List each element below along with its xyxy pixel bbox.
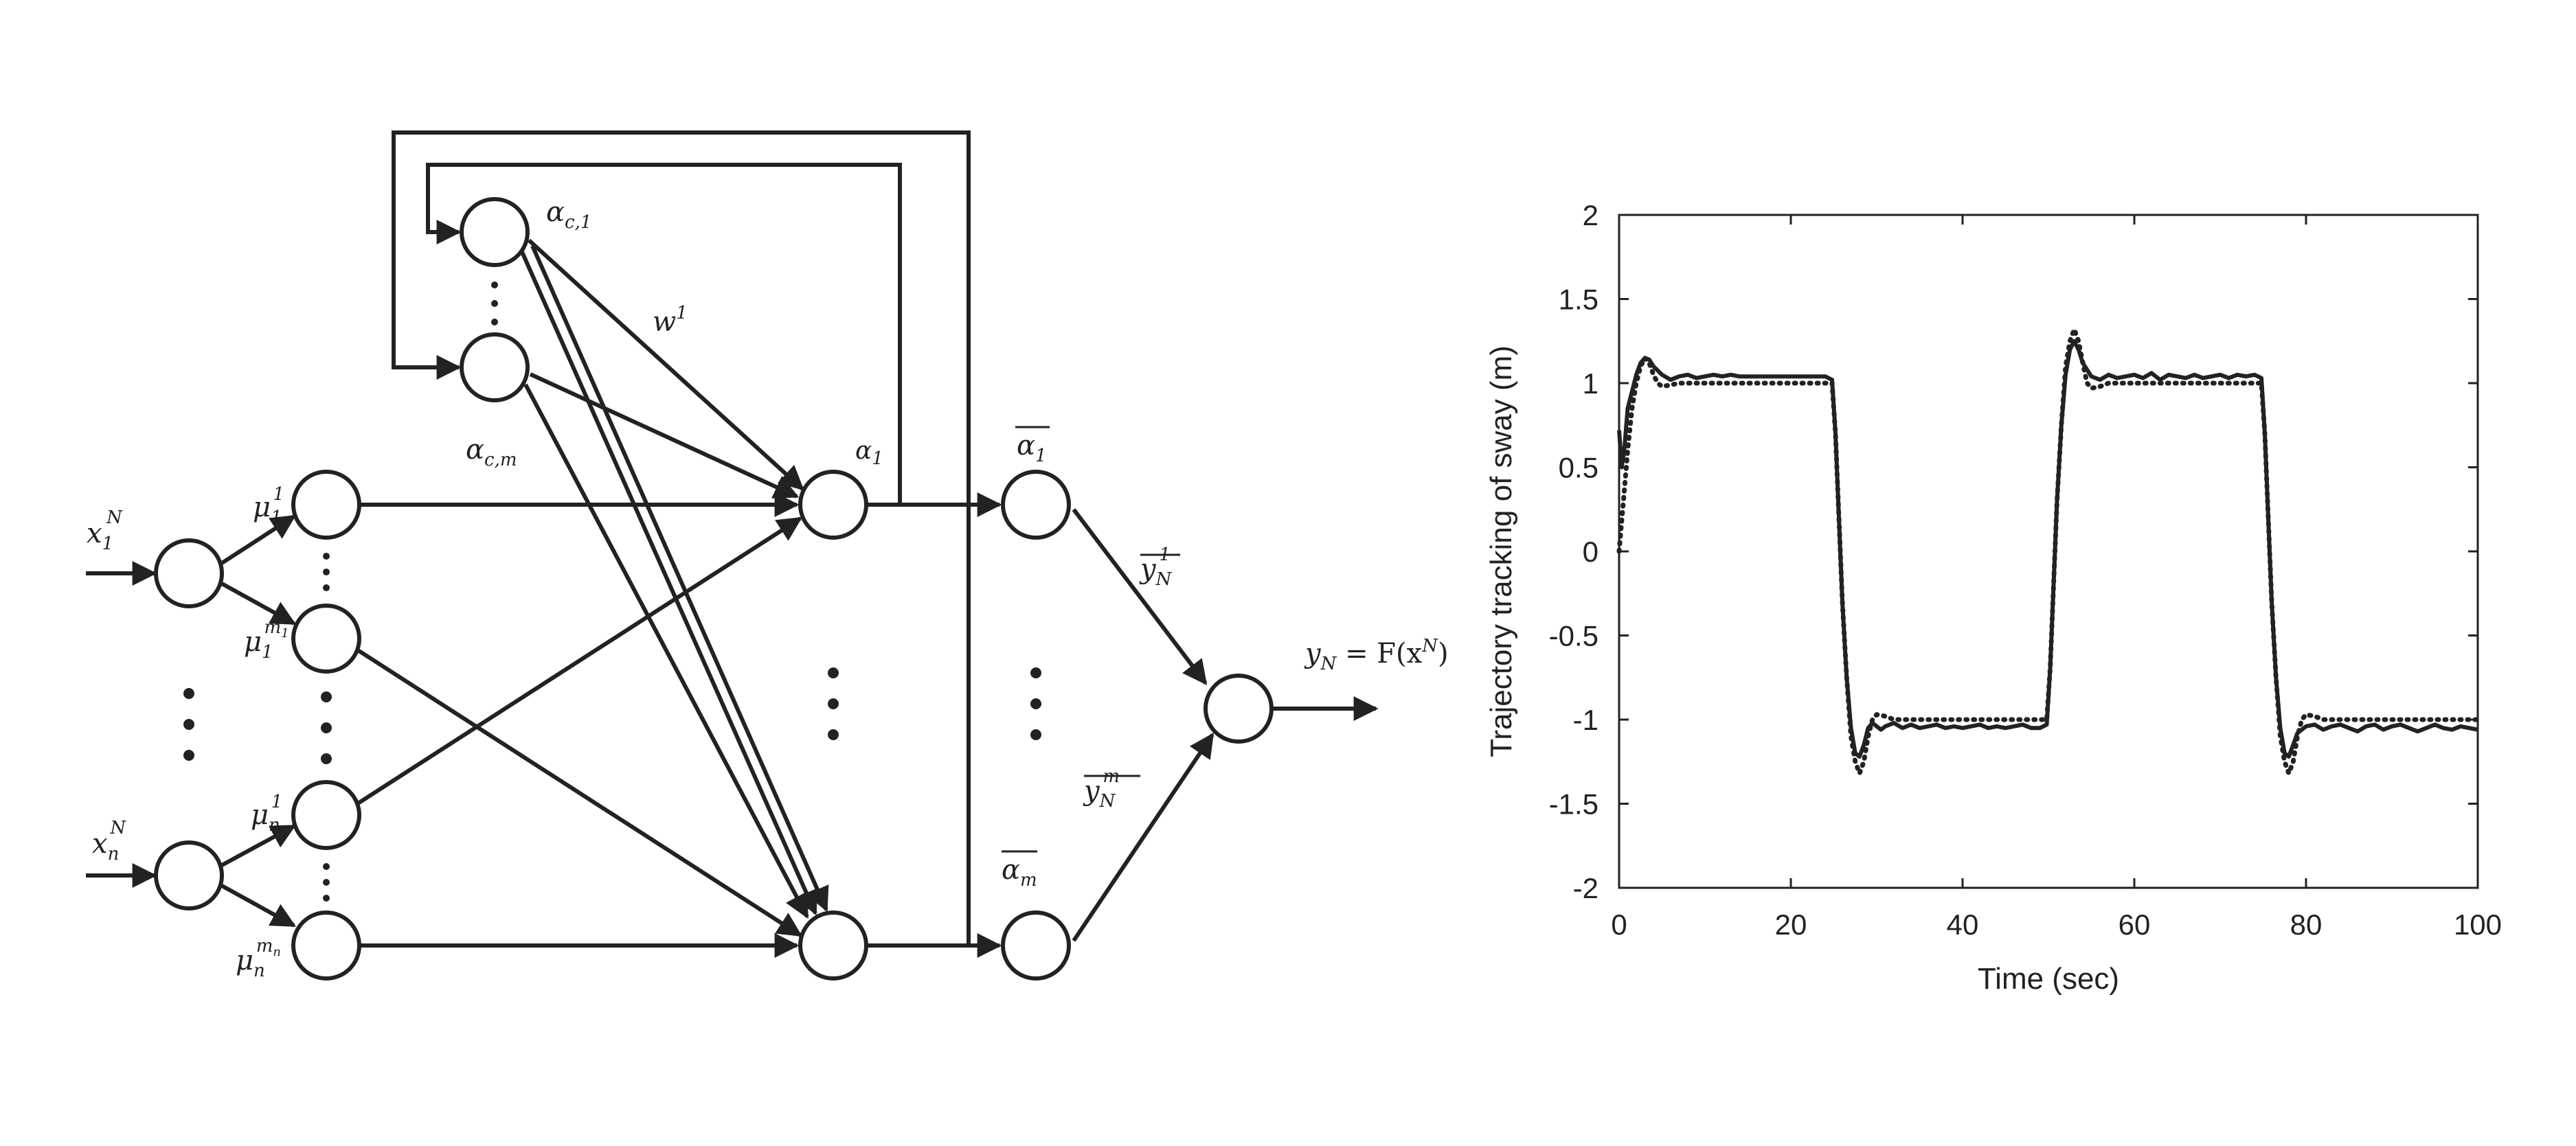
node-mun1 bbox=[291, 780, 361, 850]
label-mu1m: μ1m1 bbox=[244, 617, 289, 663]
edge-abarm-out bbox=[1072, 733, 1214, 942]
ellipsis-dot bbox=[323, 863, 330, 870]
label-ybarm: yNm bbox=[1083, 766, 1120, 812]
plot-frame bbox=[1618, 214, 2479, 889]
edge-ac1-a1 bbox=[527, 238, 804, 491]
node-ac1 bbox=[460, 197, 530, 267]
network-edges bbox=[86, 238, 1379, 958]
y-tick-label-6: -1 bbox=[1573, 704, 1598, 736]
x-tick-label-4: 80 bbox=[2290, 908, 2323, 941]
x-tick-label-0: 0 bbox=[1611, 908, 1627, 941]
ellipsis-dot bbox=[491, 300, 498, 307]
ellipsis-dot bbox=[323, 569, 330, 575]
network-diagram: x1N xnN μ11 μ1m1 μn1 μnmn αc,1 αc,m w1 α… bbox=[86, 130, 1449, 981]
series-line-solid bbox=[1617, 339, 2478, 759]
ellipsis-dot bbox=[828, 698, 839, 709]
y-tick-label-8: -2 bbox=[1573, 872, 1598, 904]
ellipsis-dot bbox=[321, 722, 332, 733]
ellipsis-dot bbox=[321, 753, 332, 764]
ellipsis-dot bbox=[323, 584, 330, 591]
label-a1: α1 bbox=[855, 437, 883, 469]
series-line-dotted bbox=[1616, 327, 2481, 776]
chart-series bbox=[1616, 327, 2481, 776]
edge-ac1-am-b bbox=[530, 244, 829, 913]
y-tick-label-3: 0.5 bbox=[1559, 452, 1598, 484]
node-munm bbox=[291, 910, 361, 981]
edge-xn-munm bbox=[221, 884, 297, 928]
ellipsis-dot bbox=[323, 553, 330, 560]
ellipsis-dot bbox=[323, 879, 330, 886]
edge-xn-mun1 bbox=[221, 824, 297, 867]
edge-x1-mu11 bbox=[221, 514, 297, 565]
edge-mun1-a1 bbox=[354, 516, 803, 807]
node-mu1m bbox=[291, 604, 361, 674]
ellipsis-dot bbox=[828, 729, 839, 740]
y-tick-labels: 2 1.5 1 0.5 0 -0.5 -1 -1.5 -2 bbox=[1549, 199, 1598, 904]
network-labels: x1N xnN μ11 μ1m1 μn1 μnmn αc,1 αc,m w1 α… bbox=[87, 196, 1449, 981]
ellipsis-dot bbox=[491, 282, 498, 288]
y-tick-label-0: 2 bbox=[1583, 199, 1598, 231]
y-tick-label-7: -1.5 bbox=[1549, 788, 1598, 821]
edge-x1-mu1m bbox=[221, 582, 297, 626]
node-abar1 bbox=[1001, 470, 1071, 540]
tracking-chart: 0 20 40 60 80 100 2 1.5 1 0.5 0 -0.5 -1 -1.5 -2 Time … bbox=[1484, 199, 2502, 996]
edge-acm-a1 bbox=[529, 372, 800, 498]
ellipsis-dot bbox=[1030, 729, 1041, 740]
ellipsis-dot bbox=[183, 688, 194, 699]
edge-mu1m-am bbox=[354, 647, 803, 937]
label-abarm: αm bbox=[1002, 854, 1037, 891]
ellipsis-dot bbox=[1030, 698, 1041, 709]
label-mun1: μn1 bbox=[251, 792, 282, 836]
label-mu11: μ11 bbox=[253, 484, 284, 528]
node-am bbox=[798, 910, 868, 981]
y-tick-label-5: -0.5 bbox=[1549, 620, 1598, 652]
ellipsis-dot bbox=[1030, 667, 1041, 678]
label-munm: μnmn bbox=[236, 936, 281, 981]
label-abar1: α1 bbox=[1017, 430, 1047, 466]
ellipsis-dots bbox=[183, 282, 1041, 902]
inner-feedback-loop bbox=[426, 163, 902, 505]
x-tick-label-5: 100 bbox=[2454, 908, 2502, 941]
label-ac1: αc,1 bbox=[546, 196, 591, 233]
node-xn bbox=[154, 840, 224, 910]
ellipsis-dot bbox=[828, 667, 839, 678]
ellipsis-dot bbox=[491, 319, 498, 325]
outer-feedback-loop bbox=[392, 130, 971, 505]
ellipsis-dot bbox=[183, 750, 194, 761]
x-axis-label: Time (sec) bbox=[1978, 962, 2119, 996]
edge-ac1-am-a bbox=[520, 251, 818, 916]
feedback-loops bbox=[392, 130, 971, 946]
label-w1: w1 bbox=[653, 303, 688, 338]
y-tick-label-1: 1.5 bbox=[1559, 284, 1598, 316]
label-acm: αc,m bbox=[466, 434, 517, 470]
edge-abar1-out bbox=[1072, 508, 1208, 685]
node-abarm bbox=[1001, 910, 1071, 981]
label-x1N: x1N bbox=[87, 507, 123, 554]
y-tick-label-2: 1 bbox=[1583, 367, 1598, 400]
edge-acm-am bbox=[523, 383, 809, 919]
label-output: yN = F(xN) bbox=[1304, 636, 1449, 674]
node-x1 bbox=[154, 538, 224, 608]
y-axis-label: Trajectory tracking of sway (m) bbox=[1484, 345, 1518, 757]
x-tick-label-2: 40 bbox=[1947, 908, 1979, 941]
node-acm bbox=[460, 332, 530, 402]
label-xnN: xnN bbox=[92, 818, 126, 864]
ellipsis-dot bbox=[321, 691, 332, 702]
label-ybar1: yN1 bbox=[1139, 545, 1173, 590]
x-tick-label-3: 60 bbox=[2119, 908, 2151, 941]
y-tick-label-4: 0 bbox=[1583, 536, 1598, 568]
ellipsis-dot bbox=[183, 719, 194, 730]
node-output bbox=[1204, 674, 1274, 744]
x-tick-labels: 0 20 40 60 80 100 bbox=[1611, 908, 2502, 941]
network-nodes bbox=[154, 197, 1274, 981]
x-tick-label-1: 20 bbox=[1775, 908, 1807, 941]
node-mu11 bbox=[291, 470, 361, 540]
node-a1 bbox=[798, 470, 868, 540]
ellipsis-dot bbox=[323, 895, 330, 902]
axis-ticks bbox=[1618, 214, 2479, 889]
overbars bbox=[1002, 426, 1180, 853]
